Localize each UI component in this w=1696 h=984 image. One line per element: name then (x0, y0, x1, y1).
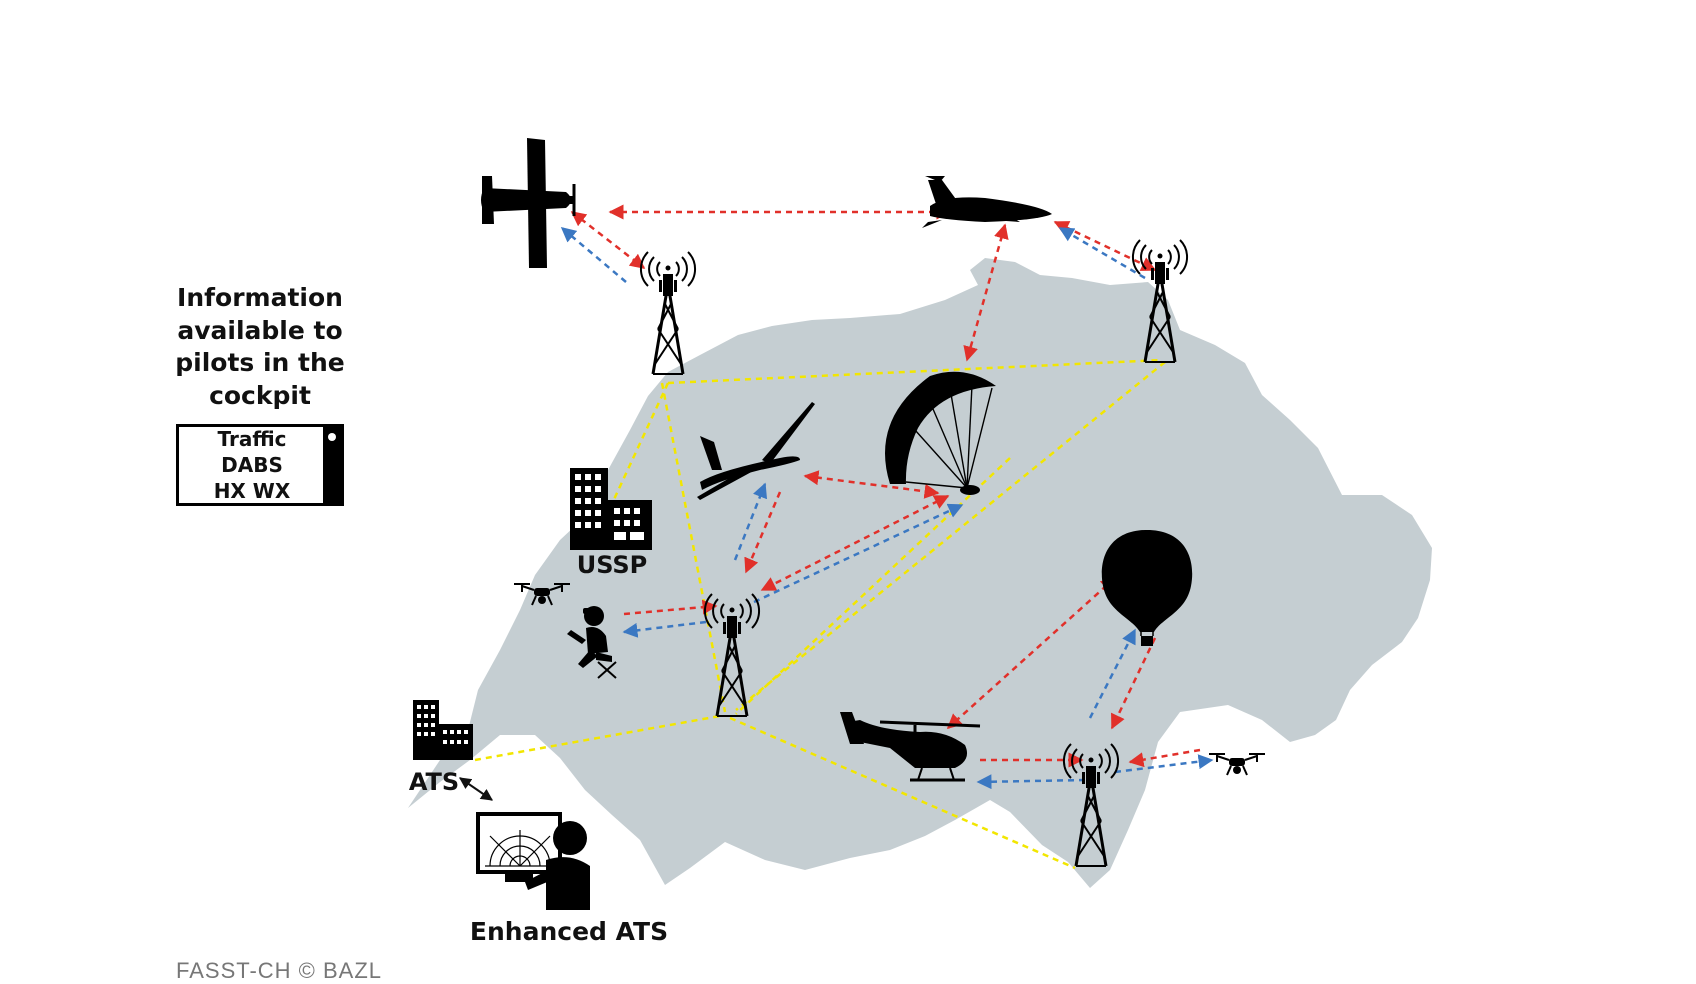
title-line: pilots in the (175, 348, 345, 377)
ussp-building-icon (570, 468, 652, 550)
drone-operator-icon (567, 606, 617, 679)
device-button-icon (328, 433, 336, 441)
ats-building-icon (413, 700, 473, 760)
business-jet-icon (922, 176, 1052, 228)
title-line: cockpit (209, 380, 311, 410)
title-line: available to (177, 315, 343, 345)
airplane-icon (481, 138, 576, 268)
cockpit-info-title: Information available to pilots in the c… (150, 282, 370, 412)
cockpit-item-traffic: Traffic (217, 427, 287, 451)
ats-label: ATS (409, 768, 459, 796)
switzerland-map (408, 258, 1432, 888)
enhanced-ats-label: Enhanced ATS (470, 917, 668, 946)
cockpit-display-device: Traffic DABS HX WX (176, 424, 344, 506)
device-bezel (323, 427, 341, 503)
paraglider-icon (885, 371, 996, 495)
cockpit-item-hx-wx: HX WX (213, 479, 291, 503)
drone-icon (1208, 753, 1266, 776)
helicopter-icon (840, 712, 981, 782)
atc-controller-radar-icon (476, 812, 590, 910)
cockpit-display-screen: Traffic DABS HX WX (179, 427, 325, 503)
radio-tower-icon (639, 250, 697, 376)
cockpit-item-dabs: DABS (221, 453, 283, 477)
title-line: Information (177, 283, 343, 312)
ussp-label: USSP (577, 551, 648, 579)
footer-credit: FASST-CH © BAZL (176, 958, 383, 983)
glider-icon (697, 402, 815, 500)
data-links (459, 204, 1214, 801)
hot-air-balloon-icon (1101, 530, 1193, 646)
